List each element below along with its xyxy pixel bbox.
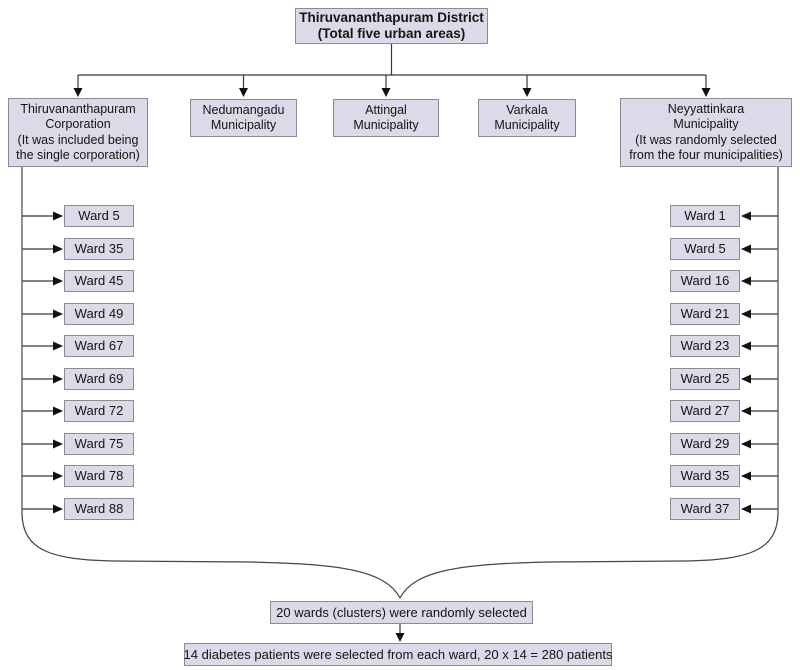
left-ward-connectors bbox=[22, 215, 53, 510]
right-ward-connectors bbox=[749, 215, 778, 510]
patients-total-box: 14 diabetes patients were selected from … bbox=[184, 643, 612, 666]
right-ward-box: Ward 21 bbox=[670, 303, 740, 325]
left-ward-box: Ward 5 bbox=[64, 205, 134, 227]
funnel-curves bbox=[21, 167, 779, 599]
top-tree-arrowheads bbox=[73, 88, 711, 97]
urban-area-attingal-box: Attingal Municipality bbox=[333, 99, 439, 137]
left-ward-box: Ward 72 bbox=[64, 400, 134, 422]
right-ward-box: Ward 5 bbox=[670, 238, 740, 260]
urban-area-nedumangadu-box: Nedumangadu Municipality bbox=[190, 99, 297, 137]
urban-area-neyyattinkara-box: Neyyattinkara Municipality (It was rando… bbox=[620, 98, 792, 167]
right-ward-box: Ward 35 bbox=[670, 465, 740, 487]
left-ward-box: Ward 45 bbox=[64, 270, 134, 292]
right-ward-arrowheads bbox=[741, 211, 751, 514]
left-ward-box: Ward 88 bbox=[64, 498, 134, 520]
right-ward-box: Ward 27 bbox=[670, 400, 740, 422]
right-ward-box: Ward 23 bbox=[670, 335, 740, 357]
cluster-selection-box: 20 wards (clusters) were randomly select… bbox=[270, 601, 533, 624]
bottom-arrow bbox=[395, 624, 405, 642]
right-ward-box: Ward 29 bbox=[670, 433, 740, 455]
urban-area-corporation-box: Thiruvananthapuram Corporation (It was i… bbox=[8, 98, 148, 167]
top-tree-connector bbox=[77, 44, 707, 88]
district-root-box: Thiruvananthapuram District (Total five … bbox=[295, 8, 488, 44]
right-ward-box: Ward 1 bbox=[670, 205, 740, 227]
left-ward-box: Ward 78 bbox=[64, 465, 134, 487]
left-ward-box: Ward 69 bbox=[64, 368, 134, 390]
left-ward-arrowheads bbox=[53, 211, 63, 514]
left-ward-box: Ward 75 bbox=[64, 433, 134, 455]
right-ward-box: Ward 37 bbox=[670, 498, 740, 520]
left-ward-box: Ward 35 bbox=[64, 238, 134, 260]
urban-area-varkala-box: Varkala Municipality bbox=[478, 99, 576, 137]
left-ward-box: Ward 49 bbox=[64, 303, 134, 325]
right-ward-box: Ward 25 bbox=[670, 368, 740, 390]
right-ward-box: Ward 16 bbox=[670, 270, 740, 292]
left-ward-box: Ward 67 bbox=[64, 335, 134, 357]
